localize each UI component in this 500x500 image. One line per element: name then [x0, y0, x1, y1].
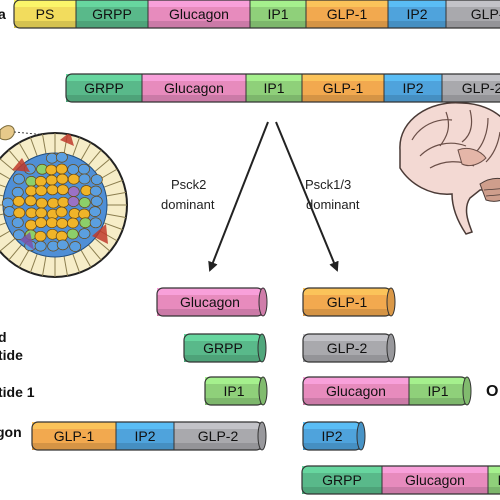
segment-grpp: GRPP: [66, 74, 142, 102]
segment-glp-2: GLP-2: [445, 0, 500, 28]
segment-grpp: GRPP: [75, 0, 148, 28]
segment-label: GRPP: [203, 340, 243, 356]
segment-label: GLP-2: [471, 6, 500, 22]
segment-label: Glucagon: [405, 472, 465, 488]
segment-glucagon: Glucagon: [381, 466, 488, 494]
segment-ip2: IP2: [115, 422, 174, 450]
cut-label-1: d: [0, 329, 7, 345]
segment-label: GLP-1: [54, 428, 95, 444]
segment-label: Glucagon: [164, 80, 224, 96]
product-ip1-bar: IP1: [204, 376, 268, 406]
processing-arrows: [208, 121, 339, 272]
segment-label: GLP-2: [462, 80, 500, 96]
product-ip2-bar: IP2: [302, 421, 366, 451]
segment-glp-1: GLP-1: [303, 288, 391, 316]
segment-glucagon: Glucagon: [147, 0, 250, 28]
segment-label: Glucagon: [326, 383, 386, 399]
pathway-left-line2: dominant: [161, 197, 215, 212]
segment-ip2: IP2: [383, 74, 442, 102]
segment-grpp: GRPP: [184, 334, 262, 362]
segment-label: IP1: [497, 472, 500, 488]
segment-ip1: IP1: [249, 0, 306, 28]
segment-label: IP1: [427, 383, 448, 399]
segment-ip2: IP2: [303, 422, 361, 450]
pancreatic-islet-illustration: [0, 125, 128, 278]
segment-ip1: IP1: [487, 466, 500, 494]
proglucagon-bar: GRPP Glucagon IP1 GLP-1 IP2 GLP-2: [65, 73, 500, 103]
product-oxyntomodulin-bar: Glucagon IP1: [302, 376, 472, 406]
segment-label: IP2: [406, 6, 427, 22]
segment-label: GRPP: [322, 472, 362, 488]
segment-label: IP1: [263, 80, 284, 96]
brain-illustration: [399, 102, 500, 235]
arrow-left: [208, 121, 269, 272]
segment-glp-1: GLP-1: [305, 0, 388, 28]
segment-glp-2: GLP-2: [441, 74, 500, 102]
segment-label: PS: [36, 6, 55, 22]
segment-label: GRPP: [92, 6, 132, 22]
segment-ip1: IP1: [205, 377, 263, 405]
segment-glucagon: Glucagon: [141, 74, 246, 102]
segment-glp-2: GLP-2: [173, 422, 262, 450]
pathway-right-line2: dominant: [306, 197, 360, 212]
segment-ip1: IP1: [408, 377, 467, 405]
cut-label-top: a: [0, 6, 6, 22]
segment-label: IP2: [134, 428, 155, 444]
segment-label: GRPP: [84, 80, 124, 96]
product-glicentin-bar: GRPP Glucagon IP1: [301, 465, 500, 495]
segment-label: GLP-1: [327, 6, 368, 22]
segment-label: GLP-2: [327, 340, 368, 356]
segment-glp-1: GLP-1: [32, 422, 116, 450]
arrow-right: [275, 121, 339, 272]
segment-glp-2: GLP-2: [303, 334, 391, 362]
segment-label: GLP-1: [323, 80, 364, 96]
segment-glp-1: GLP-1: [301, 74, 384, 102]
segment-label: IP1: [267, 6, 288, 22]
cut-label-right: O: [486, 383, 498, 400]
segment-label: IP2: [402, 80, 423, 96]
cut-label-3: tide 1: [0, 384, 35, 400]
segment-label: GLP-2: [198, 428, 239, 444]
segment-ps: PS: [14, 0, 76, 28]
segment-label: Glucagon: [169, 6, 229, 22]
segment-grpp: GRPP: [302, 466, 382, 494]
pathway-left-line1: Psck2: [171, 177, 206, 192]
product-glucagon-bar: Glucagon: [156, 287, 268, 317]
segment-ip1: IP1: [245, 74, 302, 102]
product-glp2-bar: GLP-2: [302, 333, 396, 363]
segment-label: IP1: [223, 383, 244, 399]
cut-label-4: gon: [0, 424, 22, 440]
segment-glucagon: Glucagon: [157, 288, 263, 316]
top-precursor-bar: PS GRPP Glucagon IP1 GLP-1 IP2 GLP-2: [13, 0, 500, 29]
product-glp1-bar: GLP-1: [302, 287, 396, 317]
segment-glucagon: Glucagon: [303, 377, 409, 405]
cut-label-2: tide: [0, 347, 23, 363]
pathway-right-line1: Psck1/3: [305, 177, 351, 192]
segment-label: IP2: [321, 428, 342, 444]
segment-ip2: IP2: [387, 0, 446, 28]
peptide-bars: PSGRPPGlucagonIP1GLP-1IP2GLP-2GRPPGlucag…: [13, 0, 500, 495]
product-grpp-bar: GRPP: [183, 333, 267, 363]
product-mpgf-bar: GLP-1 IP2 GLP-2: [31, 421, 267, 451]
segment-label: Glucagon: [180, 294, 240, 310]
segment-label: GLP-1: [327, 294, 368, 310]
